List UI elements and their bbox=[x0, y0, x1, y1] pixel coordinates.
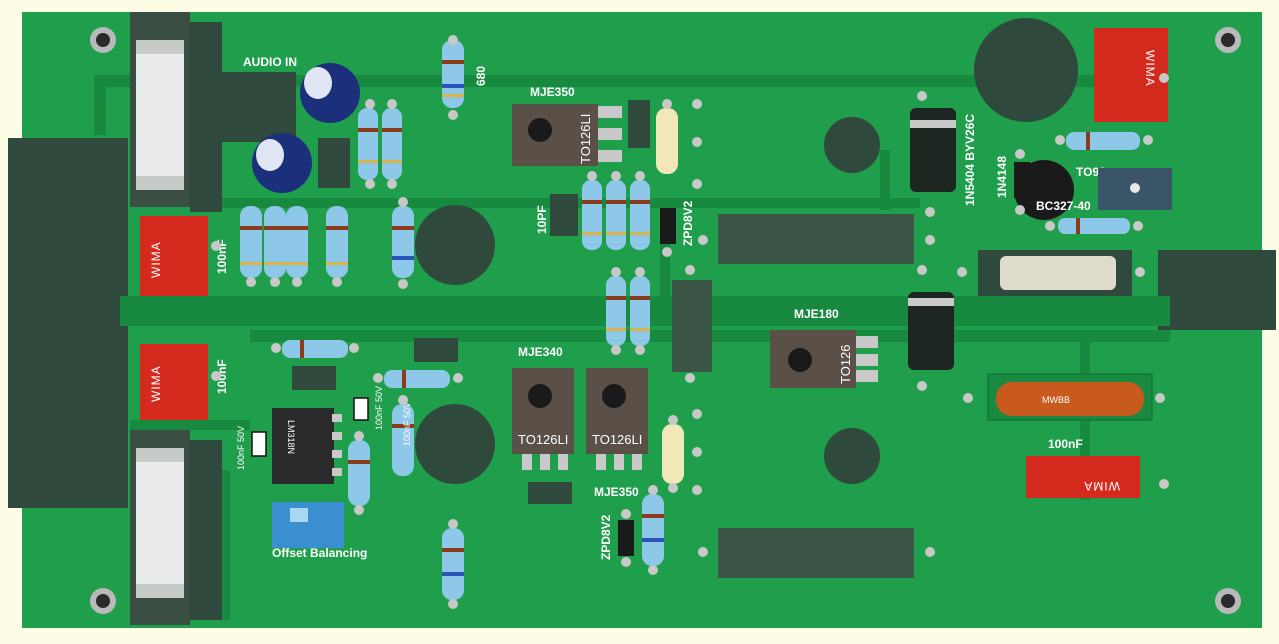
smd-block-top bbox=[628, 100, 650, 148]
smd-cap-left bbox=[292, 366, 336, 390]
resistor-680-label: 680 bbox=[474, 66, 488, 86]
transistor-bc327 bbox=[1014, 160, 1075, 220]
heatsink-pad-3 bbox=[824, 117, 880, 173]
mje340-label: MJE340 bbox=[518, 345, 563, 359]
zener-top bbox=[660, 208, 676, 244]
zener-bottom-label: ZPD8V2 bbox=[599, 514, 613, 560]
transistor-to126-b bbox=[586, 368, 648, 470]
large-pad-top-right bbox=[974, 18, 1078, 122]
diode-1n5404-bottom bbox=[908, 292, 954, 370]
smd-cap-mid bbox=[414, 338, 458, 362]
zener-bottom bbox=[618, 520, 634, 556]
cap-10pf bbox=[550, 194, 578, 236]
cream-resistor-top bbox=[656, 108, 678, 174]
svg-text:WIMA: WIMA bbox=[149, 365, 163, 402]
resistor-array bbox=[240, 40, 1140, 600]
power-resistor-bottom bbox=[718, 528, 914, 578]
offset-trimmer-screw bbox=[290, 508, 308, 522]
smd-block-bottom bbox=[528, 482, 572, 504]
trimmer-pot-right-knob bbox=[1130, 183, 1140, 193]
to126-top-label: TO126LI bbox=[578, 114, 593, 164]
wima-cap-right-bottom: WIMA bbox=[1026, 456, 1140, 498]
output-connector bbox=[1158, 250, 1276, 330]
transistor-mje180 bbox=[770, 330, 878, 388]
offset-balancing-label: Offset Balancing bbox=[272, 546, 367, 560]
diode-1n4148-label: 1N4148 bbox=[995, 156, 1009, 198]
to126-b-label: TO126LI bbox=[592, 432, 642, 447]
wima-cap-right-top: WIMA bbox=[1094, 28, 1168, 122]
cap-10pf-label: 10PF bbox=[535, 205, 549, 234]
mje350-top-label: MJE350 bbox=[530, 85, 575, 99]
transistor-to126-a bbox=[512, 368, 574, 470]
svg-text:WIMA: WIMA bbox=[149, 241, 163, 278]
mje350-bottom-label: MJE350 bbox=[594, 485, 639, 499]
fuse-bottom bbox=[130, 430, 222, 625]
vertical-block-mid bbox=[672, 280, 712, 372]
fuse-holder-right bbox=[978, 250, 1132, 296]
mje180-label: MJE180 bbox=[794, 307, 839, 321]
audio-in-label: AUDIO IN bbox=[243, 55, 297, 69]
heatsink-pad-4 bbox=[824, 428, 880, 484]
cap-100nf-b bbox=[353, 397, 369, 421]
svg-text:WIMA: WIMA bbox=[1143, 50, 1157, 87]
svg-text:LM318N: LM318N bbox=[286, 420, 296, 454]
diode-1n5404-top bbox=[910, 108, 956, 192]
diode-1n5404-label: 1N5404 BYV26C bbox=[963, 114, 977, 206]
wima-cap-left-top: WIMA bbox=[140, 216, 208, 296]
power-resistor-mwbb: MWBB bbox=[987, 373, 1153, 421]
cap-100nf-a bbox=[251, 431, 267, 457]
svg-text:WIMA: WIMA bbox=[1083, 479, 1120, 493]
electrolytic-cap-1 bbox=[300, 63, 360, 123]
small-cap-block bbox=[318, 138, 350, 188]
heatsink-pad-1 bbox=[415, 205, 495, 285]
to126-mje180-label: TO126 bbox=[838, 344, 853, 384]
power-resistor-top bbox=[718, 214, 914, 264]
wima-left-bottom-value: 100nF bbox=[215, 359, 229, 394]
cap-100nf-a-label: 100nF 50V bbox=[236, 426, 246, 470]
fuse-top bbox=[130, 12, 222, 212]
zener-top-label: ZPD8V2 bbox=[681, 200, 695, 246]
audio-in-connector bbox=[196, 72, 296, 142]
transistor-mje350-top bbox=[512, 104, 622, 166]
bc327-label: BC327-40 bbox=[1036, 199, 1091, 213]
ic-lm318n: LM318N bbox=[272, 408, 342, 484]
to126-a-label: TO126LI bbox=[518, 432, 568, 447]
svg-text:MWBB: MWBB bbox=[1042, 395, 1070, 405]
wima-right-bottom-value: 100nF bbox=[1048, 437, 1083, 451]
wima-cap-left-bottom: WIMA bbox=[140, 344, 208, 420]
mounting-holes bbox=[90, 27, 1241, 614]
heatsink-pad-2 bbox=[415, 404, 495, 484]
cream-resistor-bottom bbox=[662, 424, 684, 484]
left-heatsink bbox=[8, 138, 128, 508]
through-hole-pads bbox=[211, 35, 1169, 609]
cap-100nf-c-label: 100nF 50V bbox=[402, 402, 412, 446]
cap-100nf-b-label: 100nF 50V bbox=[374, 386, 384, 430]
electrolytic-cap-2 bbox=[252, 133, 312, 193]
